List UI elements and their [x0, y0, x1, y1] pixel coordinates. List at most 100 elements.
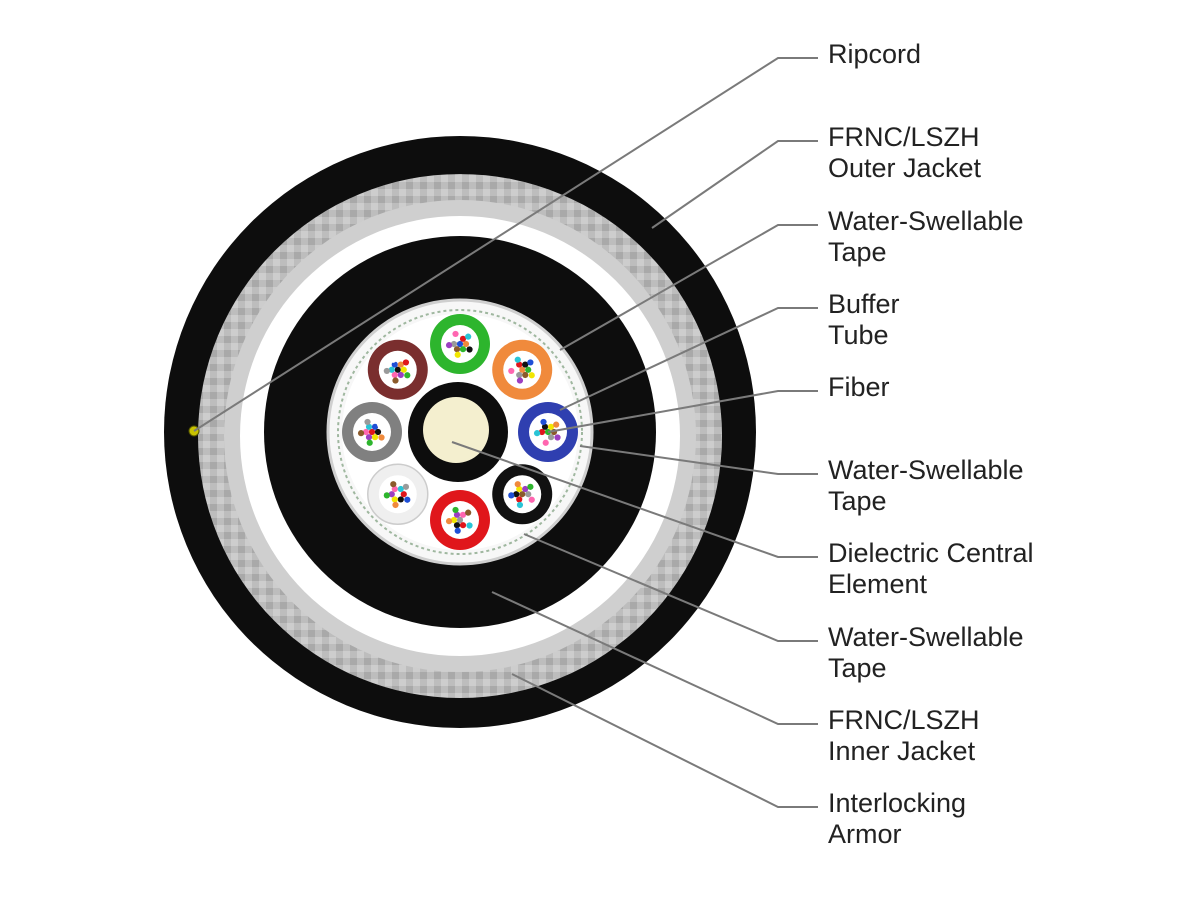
fiber [462, 516, 470, 524]
fiber [452, 330, 459, 338]
fiber [453, 335, 461, 342]
fiber [456, 340, 464, 348]
label-line: Interlocking [828, 788, 966, 818]
fiber [527, 359, 534, 366]
fiber [513, 366, 520, 373]
label-line: FRNC/LSZH [828, 122, 980, 152]
label-line: Dielectric Central [828, 538, 1034, 568]
fiber [516, 371, 523, 379]
fiber [514, 481, 521, 488]
fiber [391, 496, 398, 503]
fiber [516, 377, 524, 384]
fiber [547, 423, 555, 430]
label-line: Water-Swellable [828, 455, 1024, 485]
fiber [542, 439, 549, 446]
leader-line-inner-jacket [491, 591, 818, 725]
fiber [528, 496, 535, 503]
fiber [459, 335, 467, 342]
fiber [402, 359, 410, 366]
fiber [365, 434, 373, 441]
fiber [525, 366, 532, 373]
label-outer-jacket: FRNC/LSZH Outer Jacket [828, 122, 987, 183]
fiber [400, 491, 407, 498]
label-line: Tape [828, 486, 887, 516]
fiber [508, 492, 515, 499]
label-armor: Interlocking Armor [828, 788, 974, 849]
fiber [450, 340, 458, 348]
fiber [445, 342, 453, 349]
label-line: Outer Jacket [828, 153, 982, 183]
label-line: Tape [828, 237, 887, 267]
component-labels: Ripcord FRNC/LSZH Outer Jacket Water-Swe… [828, 39, 1041, 849]
fiber [450, 516, 458, 524]
fiber [516, 496, 523, 503]
fiber [459, 511, 467, 518]
fiber [522, 361, 529, 368]
fiber [364, 418, 371, 426]
fiber [540, 418, 547, 426]
leader-line-tape-core [579, 445, 818, 475]
fiber [459, 522, 467, 529]
fiber [533, 430, 541, 437]
label-line: Inner Jacket [828, 736, 976, 766]
fiber [456, 516, 464, 524]
fiber [452, 506, 459, 514]
fiber [392, 501, 399, 509]
fiber [391, 485, 398, 493]
fiber [371, 423, 379, 430]
label-tape-outer: Water-Swellable Tape [828, 206, 1031, 267]
fiber [466, 346, 473, 353]
label-buffer-tube: Buffer Tube [828, 289, 907, 350]
fiber [392, 377, 399, 384]
fiber [357, 430, 365, 437]
leader-line-outer-jacket [651, 140, 818, 229]
fiber [508, 367, 515, 375]
leader-line-tape-inner [523, 533, 818, 642]
fiber [377, 421, 384, 428]
fiber [404, 372, 411, 379]
fiber [397, 496, 404, 503]
leader-line-fiber [547, 390, 818, 433]
fiber [404, 496, 411, 503]
label-line: Water-Swellable [828, 622, 1024, 652]
fiber [383, 492, 390, 499]
fiber [397, 485, 404, 493]
fiber [402, 483, 410, 490]
label-line: Tube [828, 320, 889, 350]
fiber [394, 491, 401, 498]
fiber [454, 351, 461, 358]
dielectric-central-element [423, 397, 489, 463]
fiber [516, 485, 523, 493]
fiber [383, 367, 390, 375]
label-central-element: Dielectric Central Element [828, 538, 1041, 599]
fiber [554, 434, 561, 441]
fiber [462, 340, 470, 348]
fiber [516, 501, 524, 509]
fiber [366, 439, 373, 446]
fiber [465, 333, 472, 340]
leader-line-armor [511, 673, 818, 808]
fiber [454, 527, 461, 534]
fiber [453, 346, 461, 353]
label-line: Armor [828, 819, 902, 849]
fiber [368, 428, 376, 436]
label-line: Element [828, 569, 928, 599]
fiber [516, 361, 523, 368]
leader-line-buffer-tube [559, 307, 818, 411]
fiber [378, 434, 385, 441]
fiber [388, 491, 395, 498]
fiber [541, 434, 549, 441]
fiber [397, 371, 404, 379]
fiber [466, 522, 473, 529]
label-line: Buffer [828, 289, 900, 319]
fiber [519, 366, 526, 373]
fiber [362, 428, 370, 436]
fiber [553, 421, 560, 428]
fiber [391, 371, 398, 379]
fiber [453, 511, 461, 518]
fiber [453, 522, 461, 529]
label-line: Tape [828, 653, 887, 683]
label-line: FRNC/LSZH [828, 705, 980, 735]
fiber [538, 428, 546, 436]
